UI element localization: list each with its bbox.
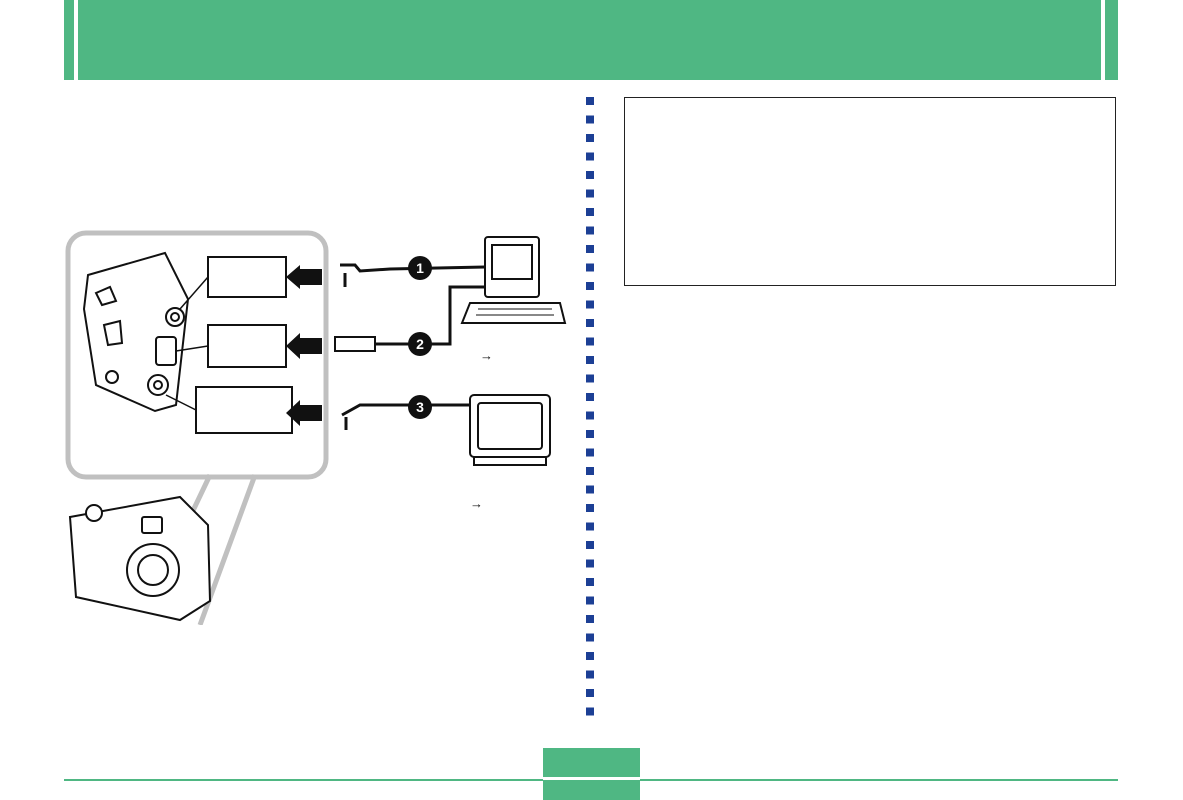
see-ref-2: →: [470, 496, 483, 511]
divider-dot: [586, 189, 594, 198]
connection-diagram: 1 2 3 → →: [65, 230, 567, 625]
header-left-rule: [74, 0, 78, 80]
divider-dot: [586, 374, 594, 383]
page-number-tab: [543, 748, 640, 800]
cable-2: [334, 285, 490, 352]
divider-dot: [586, 430, 594, 438]
divider-dot: [586, 152, 594, 161]
svg-text:3: 3: [416, 399, 424, 415]
divider-dot: [586, 485, 594, 494]
divider-dot: [586, 411, 594, 420]
computer-icon: [460, 236, 567, 324]
divider-dot: [586, 652, 594, 660]
divider-dot: [586, 97, 594, 105]
divider-dot: [586, 467, 594, 475]
divider-dot: [586, 263, 594, 272]
divider-dot: [586, 319, 594, 327]
header-band: [64, 0, 1118, 80]
port-box-2: [207, 324, 287, 368]
divider-dot: [586, 226, 594, 235]
svg-text:2: 2: [416, 336, 424, 352]
arrow-icon-3: [286, 400, 322, 426]
port-box-1: [207, 256, 287, 298]
divider-dot: [586, 337, 594, 346]
divider-dot: [586, 559, 594, 568]
note-box: [624, 97, 1116, 286]
arrow-icon-1: [286, 265, 322, 289]
divider-dot: [586, 596, 594, 605]
divider-dot: [586, 208, 594, 216]
divider-dot: [586, 707, 594, 716]
divider-dot: [586, 115, 594, 124]
divider-dot: [586, 448, 594, 457]
cable-3: [341, 403, 470, 430]
divider-dot: [586, 615, 594, 623]
connector-callout: [65, 230, 329, 480]
divider-dot: [586, 670, 594, 679]
port-box-3: [195, 386, 293, 434]
divider-dot: [586, 522, 594, 531]
header-right-rule: [1101, 0, 1105, 80]
marker-1: 1: [408, 256, 432, 280]
divider-dot: [586, 541, 594, 549]
svg-text:1: 1: [416, 260, 424, 276]
divider-dot: [586, 504, 594, 512]
divider-dot: [586, 245, 594, 253]
divider-dot: [586, 356, 594, 364]
marker-3: 3: [408, 395, 432, 419]
divider-dot: [586, 578, 594, 586]
divider-dot: [586, 171, 594, 179]
divider-dot: [586, 282, 594, 290]
marker-2: 2: [408, 332, 432, 356]
camera-body-illustration: [68, 495, 212, 622]
divider-dot: [586, 633, 594, 642]
camera-connector-panel: [82, 251, 190, 413]
tv-icon: [469, 394, 551, 466]
divider-dot: [586, 393, 594, 401]
divider-dot: [586, 689, 594, 697]
arrow-icon-2: [286, 333, 322, 359]
column-divider: [586, 97, 594, 716]
divider-dot: [586, 300, 594, 309]
see-ref-1: →: [480, 348, 493, 363]
port-lead-lines: [165, 276, 209, 411]
divider-dot: [586, 134, 594, 142]
